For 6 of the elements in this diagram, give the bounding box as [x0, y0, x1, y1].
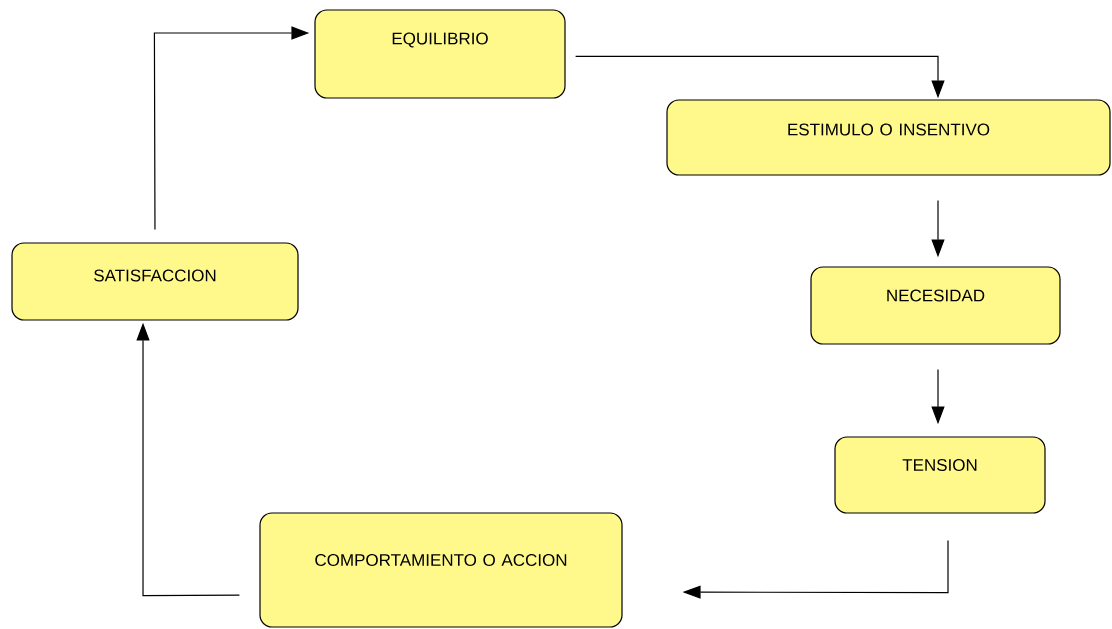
process-box: SATISFACCION [11, 242, 299, 321]
process-box: EQUILIBRIO [314, 9, 566, 99]
process-box: NECESIDAD [810, 266, 1061, 345]
process-box: ESTIMULO O INSENTIVO [666, 99, 1111, 176]
process-box: COMPORTAMIENTO O ACCION [259, 512, 623, 628]
process-box: TENSION [834, 436, 1046, 514]
